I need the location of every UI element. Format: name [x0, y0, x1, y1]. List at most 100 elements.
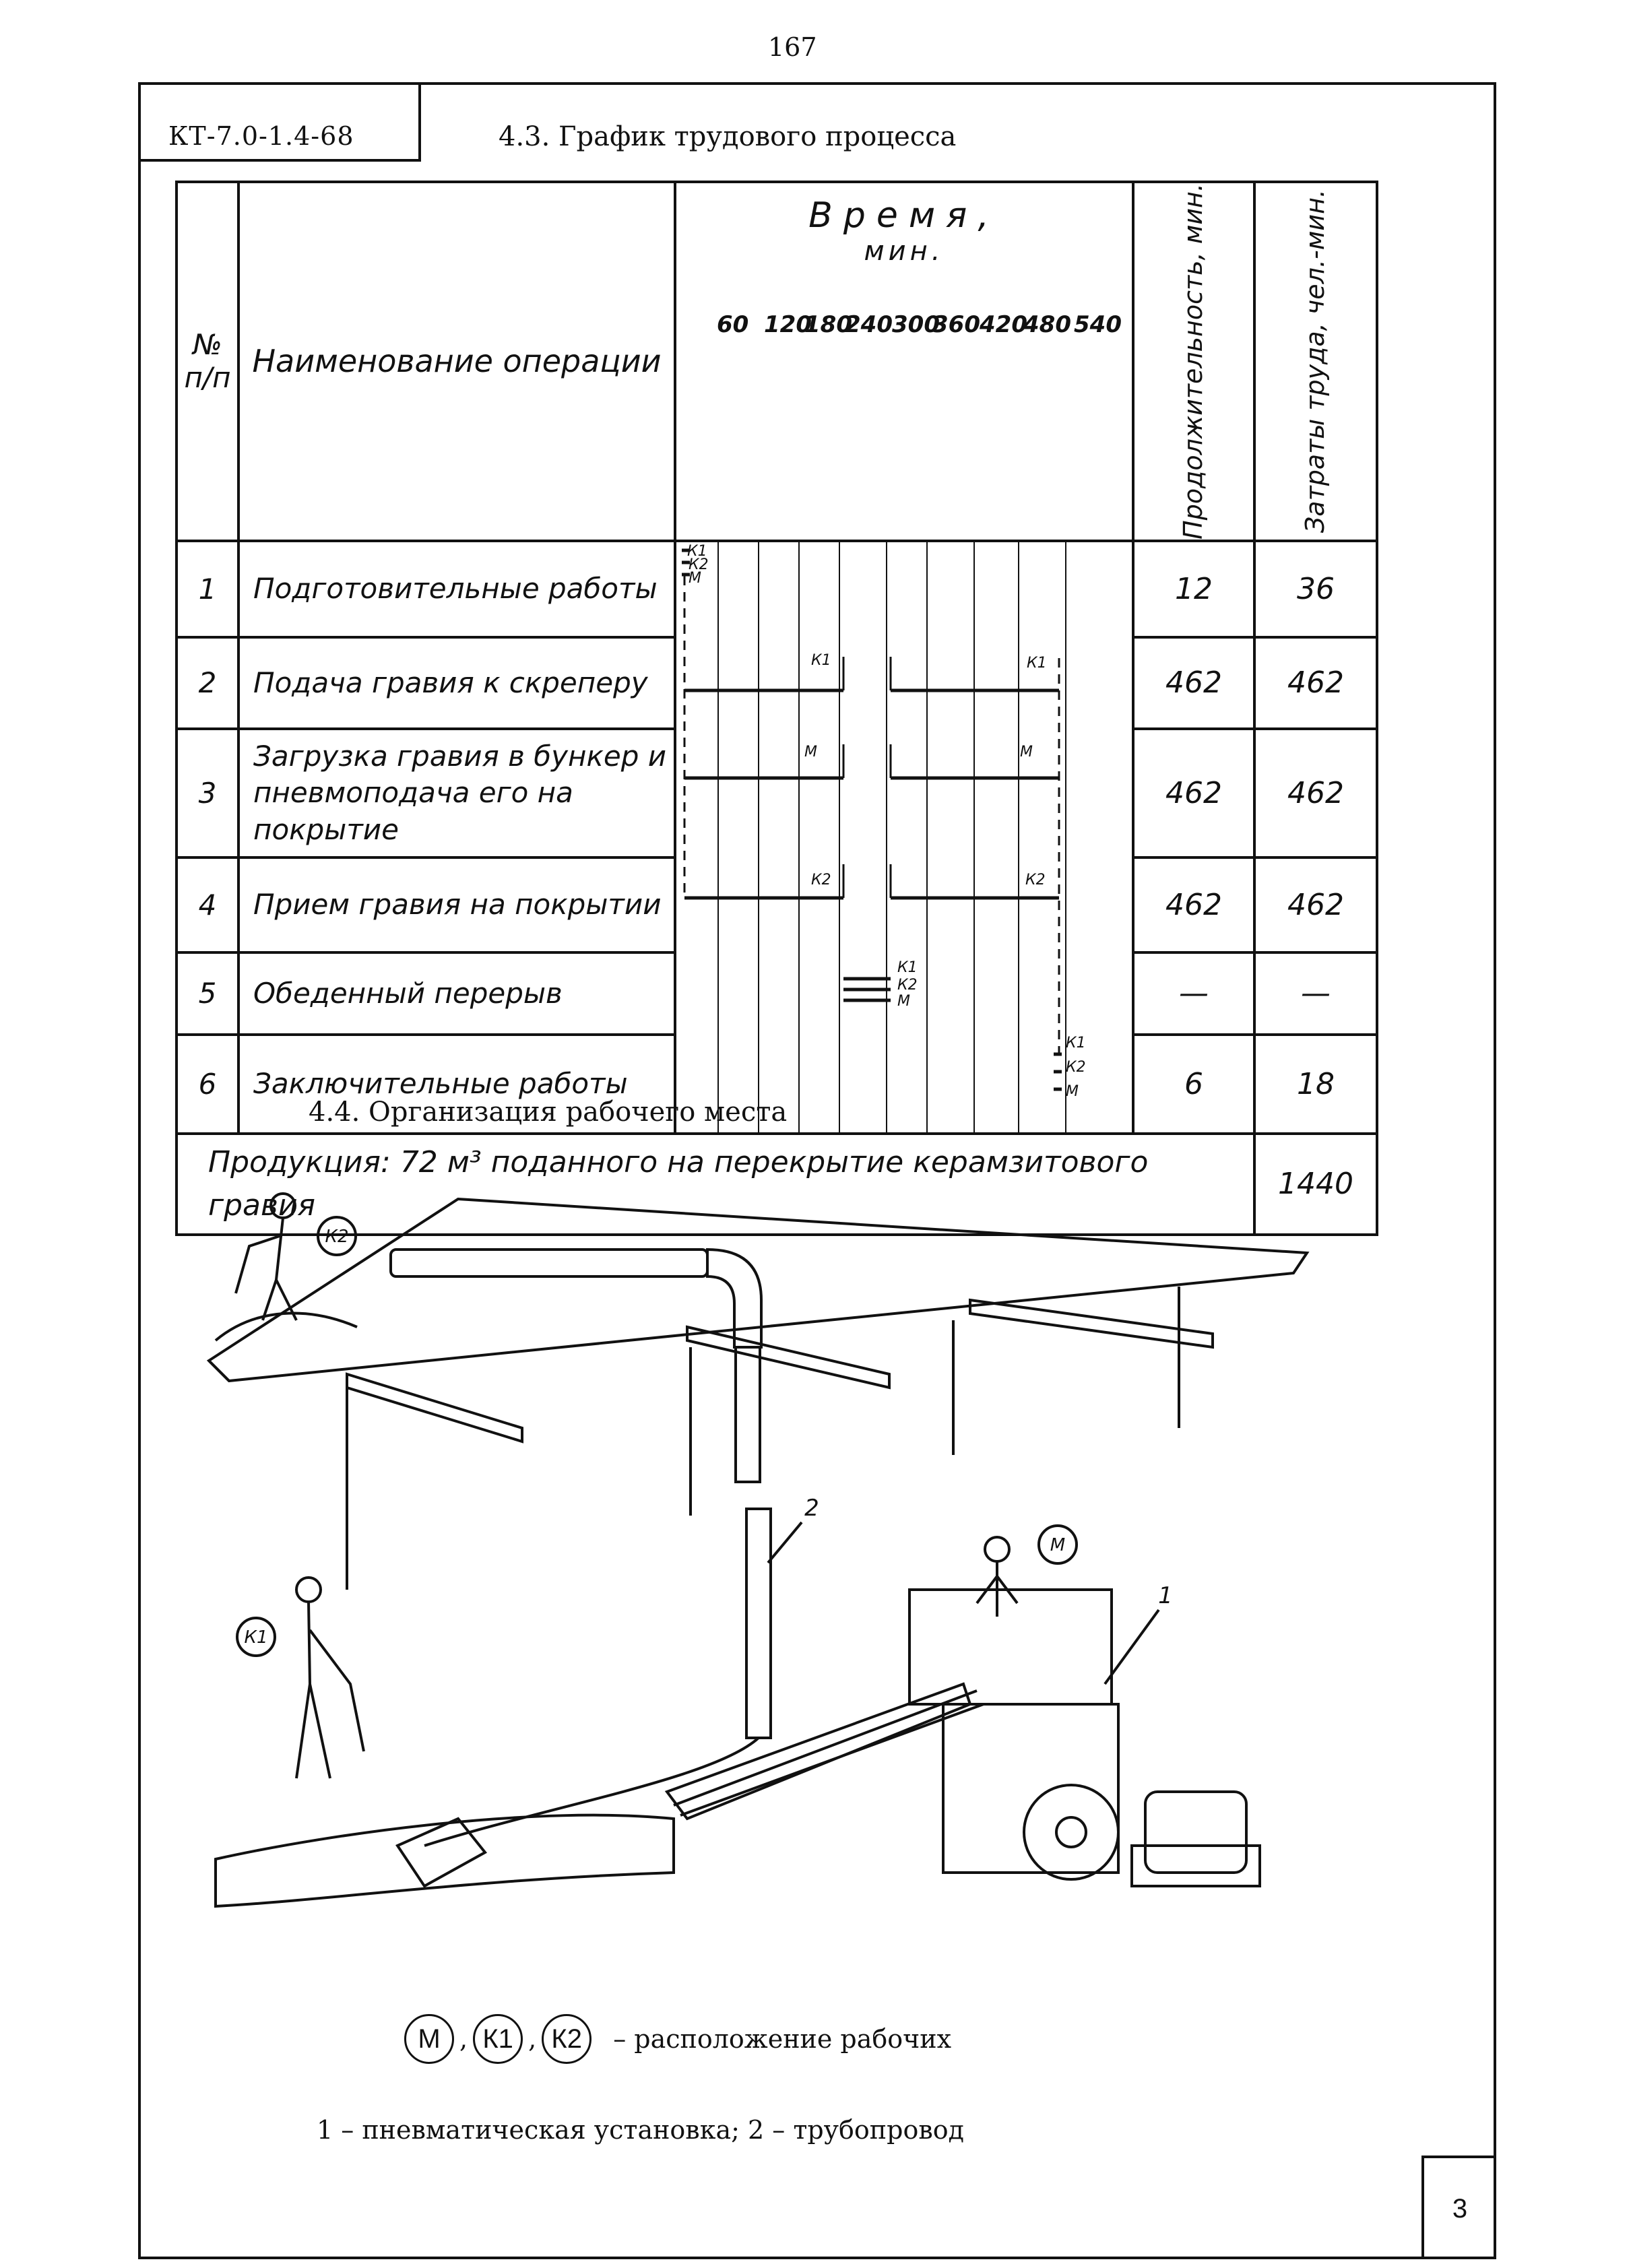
- motor-base: [1130, 1844, 1261, 1887]
- col-num-header: № п/п: [175, 181, 240, 542]
- doc-code: КТ-7.0-1.4-68: [168, 121, 354, 151]
- time-tick-label: 480: [1023, 311, 1071, 338]
- sheet-number: 3: [1421, 2156, 1496, 2259]
- legend-k2: К2: [542, 2014, 592, 2064]
- worker-k2-head: [269, 1192, 296, 1219]
- beam: [346, 1372, 523, 1444]
- gantt-worker-label: К2: [897, 977, 918, 994]
- product-row: Продукция: 72 м³ поданного на перекрытие…: [175, 1132, 1378, 1236]
- unit-wheel: [1023, 1784, 1120, 1881]
- unit-wheel-hub: [1055, 1816, 1087, 1848]
- ramp-belt: [673, 1689, 984, 1817]
- time-tick-label: 420: [980, 311, 1027, 338]
- labor-value: 462: [1253, 635, 1378, 731]
- time-tick-label: 300: [892, 311, 940, 338]
- operation-name: Подготовительные работы: [237, 539, 676, 639]
- duration-value: 462: [1132, 855, 1256, 954]
- worker-k1-body: [295, 1601, 365, 1779]
- time-unit: мин.: [864, 236, 945, 267]
- scraper-bucket: [395, 1817, 488, 1888]
- callout-pipe: 2: [804, 1495, 819, 1522]
- pneumatic-unit-body: [942, 1703, 1120, 1874]
- gravel-heap-roof: [214, 1311, 358, 1342]
- labor-value: 36: [1253, 539, 1378, 639]
- code-box: [138, 82, 421, 162]
- table-row: 6 Заключительные работы 6 18: [175, 1033, 1378, 1135]
- product-text: 72 м³ поданного на перекрытие керамзитов…: [208, 1145, 1149, 1223]
- gantt-worker-label: К2: [1066, 1059, 1086, 1076]
- beam: [969, 1298, 1214, 1349]
- marker-k2: [317, 1216, 357, 1256]
- time-tick-label: 120: [764, 311, 812, 338]
- worker-legend: М, К1, К2 – расположение рабочих: [404, 2014, 951, 2064]
- time-title: Время,: [808, 195, 1000, 236]
- duration-value: —: [1132, 950, 1256, 1037]
- row-num: 6: [175, 1033, 240, 1135]
- roof-pipe: [389, 1248, 709, 1278]
- gantt-worker-label: М: [1066, 1083, 1079, 1100]
- gantt-worker-label: М: [897, 993, 910, 1010]
- gantt-worker-label: К1: [1027, 655, 1047, 672]
- gantt-worker-label: К1: [811, 652, 831, 669]
- worker-k2-body: [234, 1217, 298, 1321]
- pipe-elbow: [706, 1248, 763, 1349]
- duration-label: Продолжительность, мин.: [1178, 183, 1209, 540]
- roof-edge: [207, 1359, 230, 1382]
- page-frame: [138, 82, 1496, 2259]
- gantt-worker-label: М: [1020, 744, 1033, 760]
- col-labor-header: Затраты труда, чел.-мин.: [1253, 181, 1378, 542]
- operation-name: Прием гравия на покрытии: [237, 855, 676, 954]
- row-num: 5: [175, 950, 240, 1037]
- gantt-worker-label: К2: [811, 872, 831, 888]
- operation-name: Подача гравия к скреперу: [237, 635, 676, 731]
- gantt-worker-label: К1: [687, 543, 707, 560]
- col-duration-header: Продолжительность, мин.: [1132, 181, 1256, 542]
- product-total: 1440: [1253, 1132, 1378, 1236]
- labor-value: 462: [1253, 727, 1378, 859]
- marker-m-label: М: [1050, 1535, 1065, 1555]
- legend-m: М: [404, 2014, 454, 2064]
- labor-value: 462: [1253, 855, 1378, 954]
- leader-2: [767, 1521, 803, 1564]
- legend-k1: К1: [473, 2014, 523, 2064]
- row-num: 4: [175, 855, 240, 954]
- row-num: 1: [175, 539, 240, 639]
- beam: [686, 1325, 891, 1390]
- labor-value: 18: [1253, 1033, 1378, 1135]
- time-tick-label: 360: [932, 311, 980, 338]
- gantt-worker-label: К2: [1025, 872, 1046, 888]
- labor-value: —: [1253, 950, 1378, 1037]
- pneumatic-unit-hopper: [908, 1588, 1113, 1706]
- workplace-illustration: К2 К1 М 2 1: [206, 1192, 1310, 1908]
- pipe-riser: [734, 1346, 761, 1483]
- product-cell: Продукция: 72 м³ поданного на перекрытие…: [175, 1132, 1256, 1236]
- worker-k1-head: [295, 1576, 322, 1603]
- col-name-header: Наименование операции: [237, 181, 676, 542]
- marker-k2-label: К2: [325, 1227, 348, 1247]
- figure-caption: 1 – пневматическая установка; 2 – трубоп…: [317, 2115, 964, 2145]
- operation-name: Загрузка гравия в бункер и пневмоподача …: [237, 727, 676, 859]
- worker-m-head: [984, 1536, 1011, 1563]
- marker-k1-label: К1: [244, 1627, 267, 1648]
- table-row: 3 Загрузка гравия в бункер и пневмоподач…: [175, 727, 1378, 859]
- duration-value: 12: [1132, 539, 1256, 639]
- time-tick-label: 60: [717, 311, 749, 338]
- section-workplace-heading: 4.4. Организация рабочего места: [309, 1097, 788, 1128]
- table-row: 5 Обеденный перерыв — —: [175, 950, 1378, 1037]
- gantt-worker-label: К2: [689, 556, 709, 573]
- duration-value: 6: [1132, 1033, 1256, 1135]
- table-header-row: № п/п Наименование операции Время, мин. …: [175, 181, 1378, 542]
- operation-name: Обеденный перерыв: [237, 950, 676, 1037]
- row-num: 2: [175, 635, 240, 731]
- labor-label: Затраты труда, чел.-мин.: [1300, 189, 1331, 533]
- duration-value: 462: [1132, 635, 1256, 731]
- product-label: Продукция:: [208, 1145, 391, 1180]
- table-row: 2 Подача гравия к скреперу 462 462: [175, 635, 1378, 731]
- time-tick-label: 540: [1074, 311, 1122, 338]
- worker-m-body: [976, 1561, 1019, 1617]
- section-schedule-heading: 4.3. График трудового процесса: [499, 121, 957, 152]
- time-tick-label: 240: [845, 311, 893, 338]
